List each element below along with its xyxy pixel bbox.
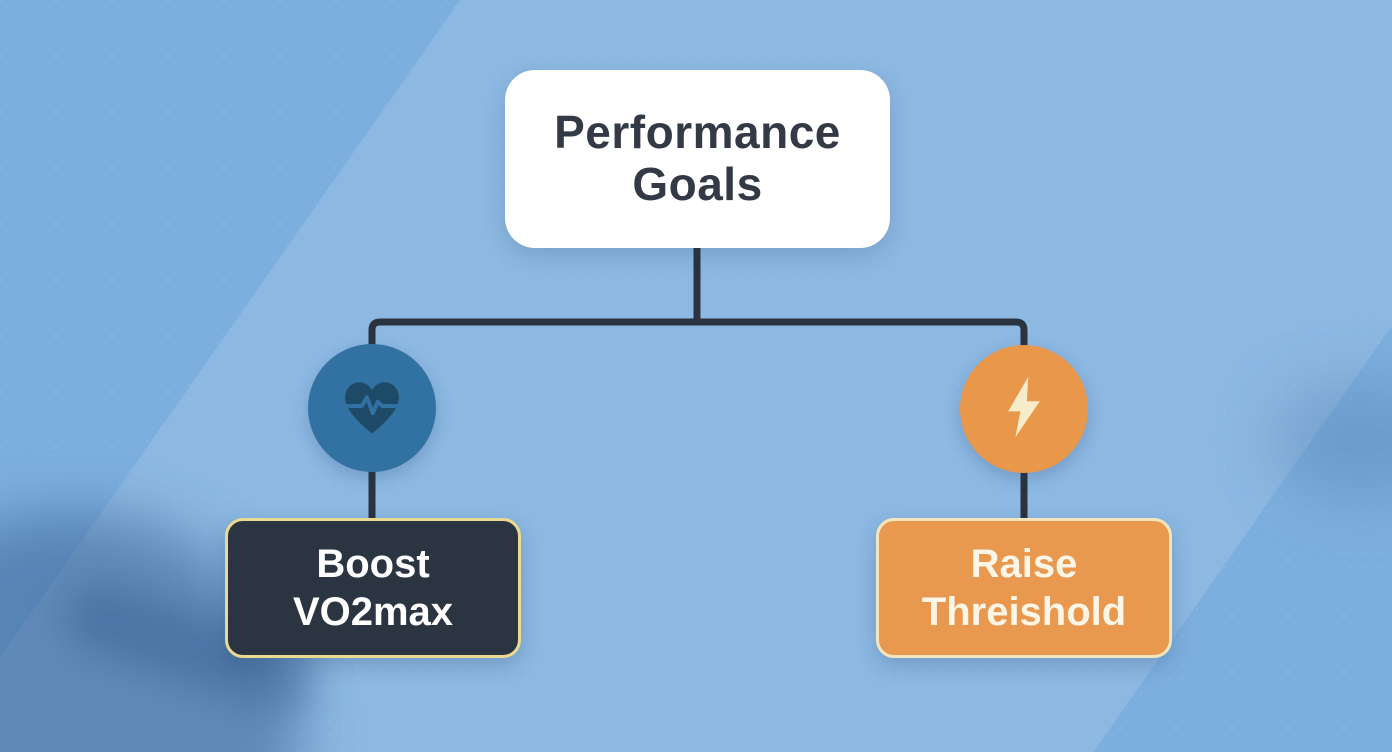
leaf-node-raise-threshold: Raise Threishold (876, 518, 1172, 658)
heart-pulse-icon (336, 370, 408, 447)
leaf-node-boost-vo2max: Boost VO2max (225, 518, 521, 658)
root-node-label: Performance Goals (554, 106, 841, 210)
lightning-bolt-icon (988, 371, 1060, 448)
leaf-node-boost-vo2max-label: Boost VO2max (292, 542, 454, 634)
heart-pulse-badge (308, 344, 436, 472)
root-node-performance-goals: Performance Goals (505, 70, 890, 248)
leaf-node-raise-threshold-label: Raise Threishold (921, 542, 1127, 634)
lightning-badge (960, 345, 1088, 473)
